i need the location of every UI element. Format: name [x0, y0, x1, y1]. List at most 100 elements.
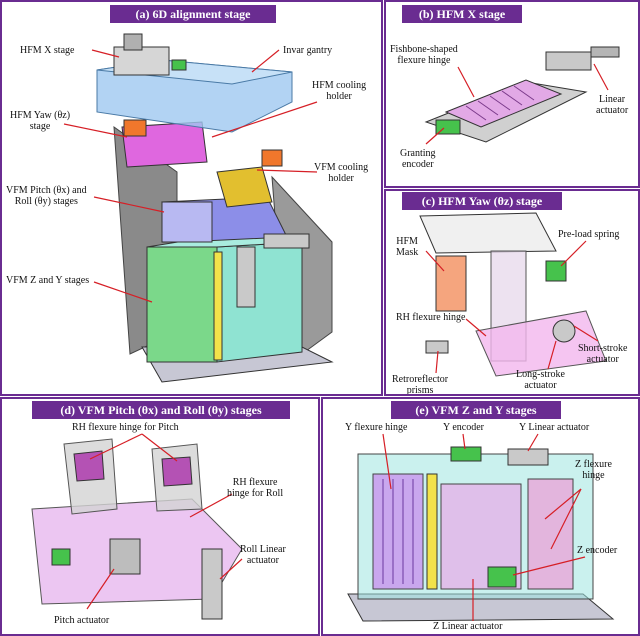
label-retro-line1: Retroreflector — [392, 374, 449, 385]
vfm-zy-block-side — [216, 241, 303, 363]
label-z-linear-actuator: Z Linear actuator — [433, 621, 503, 632]
label-hfm-yaw-stage: HFM Yaw (θz) stage — [10, 110, 70, 132]
orange-block-2 — [261, 149, 283, 167]
label-preload-spring: Pre-load spring — [558, 229, 620, 240]
label-grating-line1: Granting — [400, 148, 436, 159]
label-short-stroke-actuator: Short-stroke actuator — [578, 343, 627, 365]
orange-block-1 — [123, 119, 147, 137]
leader-hfm-mask — [425, 250, 445, 272]
label-z-flexure-line1: Z flexure — [575, 459, 612, 470]
rh-hinge-pitch-block-2 — [161, 456, 193, 487]
leader-hfm-yaw — [63, 123, 128, 138]
vfm-actuator-stem — [236, 246, 256, 308]
label-linear-actuator-line1: Linear — [599, 94, 626, 105]
leader-z-encoder — [512, 556, 586, 576]
leader-roll-linear — [219, 558, 243, 580]
label-y-linear-actuator: Y Linear actuator — [519, 422, 590, 433]
leader-rh-pitch-2 — [141, 433, 178, 462]
label-vfm-cooling-line2: holder — [328, 173, 354, 184]
leader-rh-roll — [189, 493, 233, 518]
panel-c-header: (c) HFM Yaw (θz) stage — [402, 192, 562, 210]
label-invar-gantry: Invar gantry — [283, 45, 333, 56]
roll-actuator-stem — [201, 548, 223, 620]
vfm-zy-block-front — [146, 246, 218, 363]
retroreflector-prisms — [425, 340, 449, 354]
label-rh-flexure-hinge: RH flexure hinge — [396, 312, 466, 323]
yellow-rail — [426, 473, 438, 590]
hfm-x-stage — [113, 46, 170, 76]
leader-grating — [425, 127, 445, 145]
leader-hfm-x — [91, 49, 120, 58]
label-grating-line2: encoder — [401, 159, 434, 170]
pitch-actuator-body — [109, 538, 141, 575]
label-z-flexure-hinge: Z flexure hinge — [575, 459, 612, 481]
label-hfm-cooling-line2: holder — [326, 91, 352, 102]
rh-hinge-pitch-block — [73, 450, 105, 482]
linear-actuator-rod — [590, 46, 620, 58]
z-encoder-block — [487, 566, 517, 588]
label-vfm-pitch-roll-line1: VFM Pitch (θx) and — [6, 185, 87, 196]
label-rh-roll-line2: hinge for Roll — [227, 488, 284, 499]
panel-a-header: (a) 6D alignment stage — [110, 5, 276, 23]
label-vfm-pitch-roll-line2: Roll (θy) stages — [14, 196, 78, 207]
panel-e-vfm-z-y: (e) VFM Z and Y stages Y flexure hinge Y… — [321, 397, 640, 636]
panel-a-illustration — [63, 33, 334, 383]
panel-d-illustration — [31, 433, 243, 620]
leader-y-flexure — [382, 433, 392, 490]
label-z-flexure-line2: hinge — [582, 470, 605, 481]
leader-retro — [435, 350, 439, 374]
linear-actuator-body — [545, 51, 592, 71]
label-roll-linear-line2: actuator — [246, 555, 280, 566]
leader-long-stroke — [547, 340, 557, 370]
yellow-strip — [213, 251, 223, 361]
leader-rh-pitch — [89, 433, 143, 460]
z-flexure-panel — [527, 478, 574, 590]
leader-vfm-pitch-roll — [93, 196, 165, 213]
panel-b-illustration — [424, 46, 620, 145]
panel-d-header: (d) VFM Pitch (θx) and Roll (θy) stages — [32, 401, 290, 419]
label-pitch-actuator: Pitch actuator — [54, 615, 110, 626]
label-roll-linear-line1: Roll Linear — [240, 544, 286, 555]
label-hfm-mask: HFM Mask — [396, 236, 418, 258]
label-hfm-mask-line2: Mask — [396, 247, 419, 258]
label-retroreflector: Retroreflector prisms — [392, 374, 449, 394]
label-hfm-yaw-line1: HFM Yaw (θz) — [10, 110, 71, 121]
label-vfm-pitch-roll: VFM Pitch (θx) and Roll (θy) stages — [6, 185, 87, 207]
yaw-top-plate — [419, 212, 557, 254]
label-rh-hinge-roll: RH flexure hinge for Roll — [227, 477, 283, 499]
label-rh-roll-line1: RH flexure — [232, 477, 278, 488]
label-y-flexure-hinge: Y flexure hinge — [345, 422, 408, 433]
leader-invar — [251, 49, 280, 73]
label-hfm-yaw-line2: stage — [29, 121, 51, 132]
leader-z-flexure — [544, 488, 582, 520]
panel-e-illustration — [347, 433, 615, 622]
label-vfm-cooling-holder: VFM cooling holder — [314, 162, 368, 184]
hfm-mask — [435, 255, 467, 312]
label-vfm-cooling-line1: VFM cooling — [314, 162, 369, 173]
label-z-encoder: Z encoder — [577, 545, 618, 556]
label-long-stroke-line1: Long-stroke — [516, 369, 565, 380]
leader-vfm-cooling — [256, 169, 318, 173]
label-hfm-cooling-line1: HFM cooling — [312, 80, 367, 91]
label-grating-encoder: Granting encoder — [400, 148, 436, 170]
leader-short-stroke — [573, 325, 599, 342]
label-hfm-x-stage: HFM X stage — [20, 45, 75, 56]
y-flexure-ribs — [382, 479, 414, 584]
label-fishbone-hinge: Fishbone-shaped flexure hinge — [390, 44, 458, 66]
panel-b-header: (b) HFM X stage — [402, 5, 522, 23]
fishbone-ribs — [465, 85, 535, 121]
panel-e-header: (e) VFM Z and Y stages — [391, 401, 561, 419]
short-stroke-actuator-knob — [552, 319, 576, 343]
label-long-stroke-actuator: Long-stroke actuator — [516, 369, 565, 391]
label-vfm-zy-stages: VFM Z and Y stages — [6, 275, 90, 286]
panel-b-hfm-x-stage: (b) HFM X stage Fishbone-shaped flexure … — [384, 0, 640, 188]
panel-d-vfm-pitch-roll: (d) VFM Pitch (θx) and Roll (θy) stages … — [0, 397, 320, 636]
vfm-side-actuator — [263, 233, 310, 249]
leader-hfm-cooling — [211, 101, 318, 138]
label-hfm-cooling-holder: HFM cooling holder — [312, 80, 366, 102]
y-linear-actuator — [507, 448, 549, 466]
hfm-x-green — [171, 59, 187, 71]
pitch-roll-front — [161, 201, 213, 243]
leader-rh-hinge — [465, 318, 487, 337]
label-roll-linear-actuator: Roll Linear actuator — [240, 544, 286, 566]
